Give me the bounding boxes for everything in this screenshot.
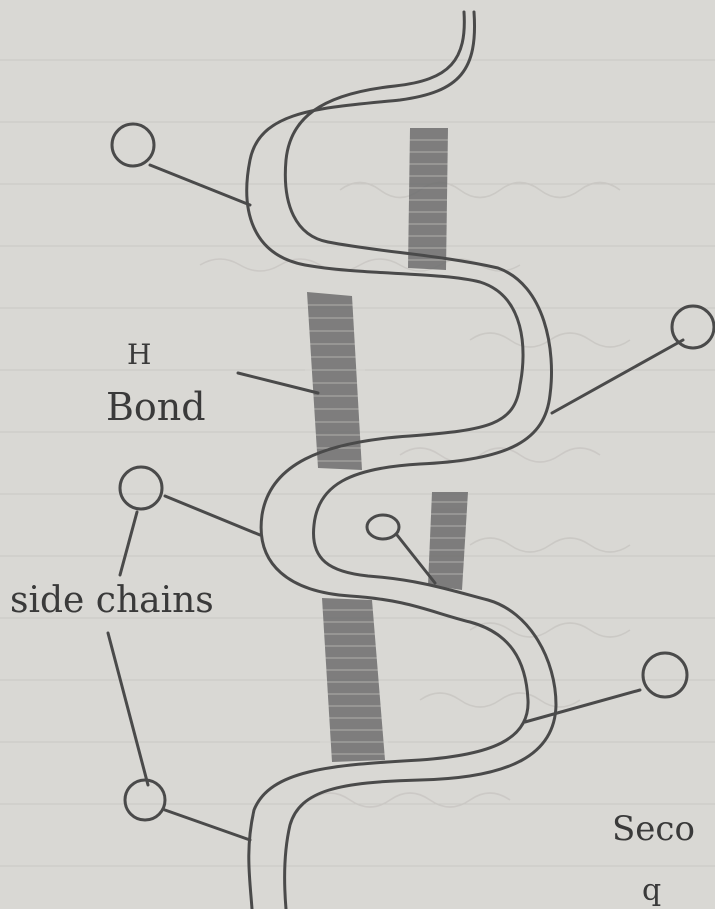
- partial-label-2: q: [642, 873, 661, 908]
- h-bond-band-3: [428, 492, 468, 590]
- h-label: H: [127, 338, 151, 371]
- partial-label: Seco: [612, 809, 695, 849]
- side-chains-label: side chains: [10, 580, 214, 621]
- h-bond-band-1: [408, 128, 448, 270]
- bond-label: Bond: [106, 385, 206, 429]
